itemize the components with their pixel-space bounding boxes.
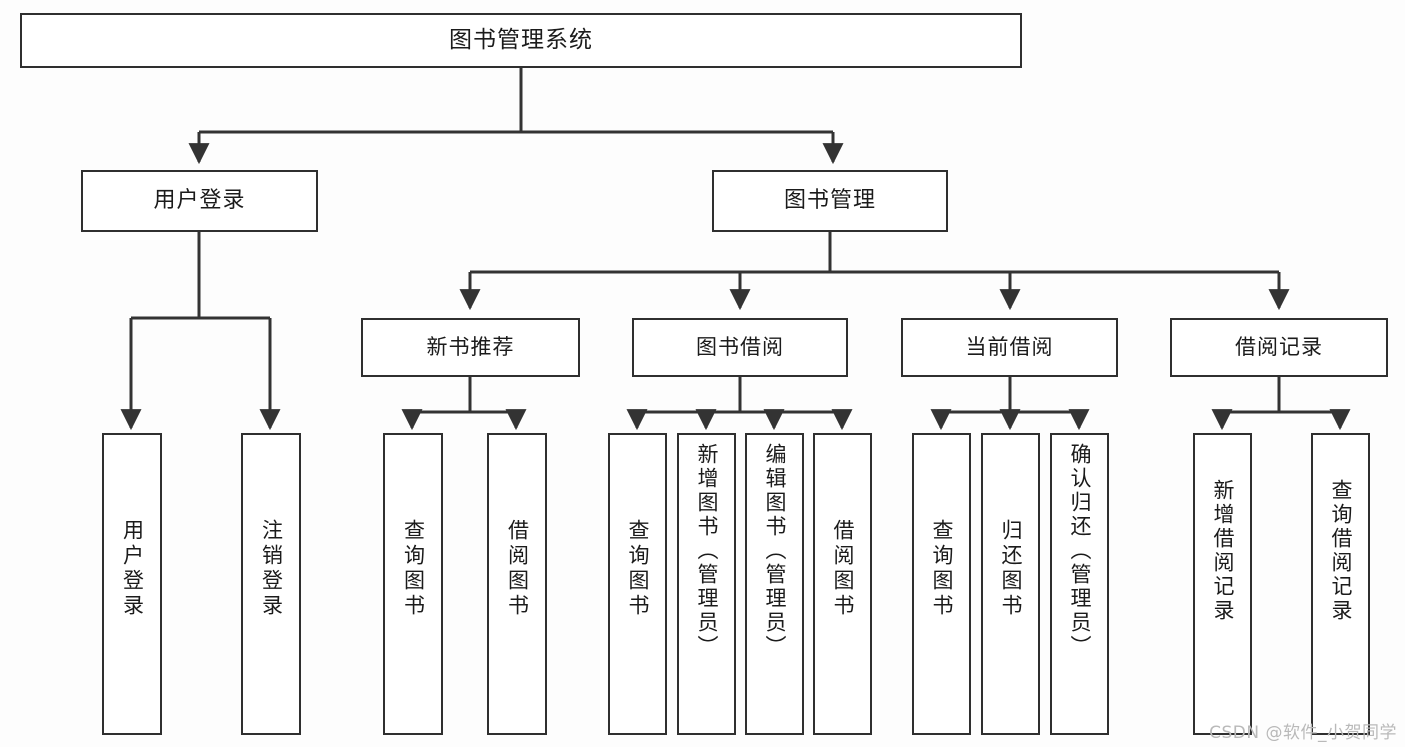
leaf-book-borrow-query-label: 查询图书 bbox=[626, 519, 650, 619]
node-book-management[interactable]: 图书管理 bbox=[712, 170, 948, 232]
leaf-new-book-borrow-label: 借阅图书 bbox=[505, 519, 530, 619]
leaf-borrow-record-query[interactable]: 查询借阅记录 bbox=[1311, 433, 1370, 735]
leaf-current-borrow-confirm-label: 确认归还（管理员） bbox=[1068, 443, 1092, 659]
leaf-user-login-signin[interactable]: 用户登录 bbox=[102, 433, 162, 735]
leaf-borrow-record-query-label: 查询借阅记录 bbox=[1329, 479, 1353, 623]
leaf-current-borrow-confirm[interactable]: 确认归还（管理员） bbox=[1050, 433, 1109, 735]
leaf-user-login-signin-label: 用户登录 bbox=[120, 519, 145, 619]
leaf-book-borrow-query[interactable]: 查询图书 bbox=[608, 433, 667, 735]
leaf-current-borrow-query[interactable]: 查询图书 bbox=[912, 433, 971, 735]
leaf-new-book-borrow[interactable]: 借阅图书 bbox=[487, 433, 547, 735]
leaf-current-borrow-query-label: 查询图书 bbox=[930, 519, 954, 619]
node-root-label: 图书管理系统 bbox=[449, 27, 593, 54]
node-borrow-record-label: 借阅记录 bbox=[1235, 335, 1323, 360]
node-book-borrow-label: 图书借阅 bbox=[696, 335, 784, 360]
leaf-user-login-signout[interactable]: 注销登录 bbox=[241, 433, 301, 735]
leaf-borrow-record-add-label: 新增借阅记录 bbox=[1211, 479, 1235, 623]
node-root[interactable]: 图书管理系统 bbox=[20, 13, 1022, 68]
node-current-borrow[interactable]: 当前借阅 bbox=[901, 318, 1118, 377]
node-current-borrow-label: 当前借阅 bbox=[965, 335, 1054, 360]
leaf-book-borrow-add[interactable]: 新增图书（管理员） bbox=[677, 433, 736, 735]
node-user-login-label: 用户登录 bbox=[153, 188, 246, 214]
leaf-current-borrow-return-label: 归还图书 bbox=[999, 519, 1023, 619]
leaf-current-borrow-return[interactable]: 归还图书 bbox=[981, 433, 1040, 735]
leaf-book-borrow-borrow-label: 借阅图书 bbox=[831, 519, 855, 619]
leaf-book-borrow-add-label: 新增图书（管理员） bbox=[695, 443, 719, 659]
leaf-book-borrow-edit[interactable]: 编辑图书（管理员） bbox=[745, 433, 804, 735]
node-book-borrow[interactable]: 图书借阅 bbox=[632, 318, 848, 377]
node-user-login[interactable]: 用户登录 bbox=[81, 170, 318, 232]
csdn-watermark: CSDN @软件_小贺同学 bbox=[1209, 723, 1397, 743]
node-new-book-recommend-label: 新书推荐 bbox=[426, 335, 515, 360]
leaf-borrow-record-add[interactable]: 新增借阅记录 bbox=[1193, 433, 1252, 735]
node-new-book-recommend[interactable]: 新书推荐 bbox=[361, 318, 580, 377]
node-book-management-label: 图书管理 bbox=[783, 188, 876, 214]
node-borrow-record[interactable]: 借阅记录 bbox=[1170, 318, 1388, 377]
leaf-book-borrow-edit-label: 编辑图书（管理员） bbox=[763, 443, 787, 659]
leaf-user-login-signout-label: 注销登录 bbox=[259, 519, 284, 619]
leaf-new-book-query-label: 查询图书 bbox=[401, 519, 426, 619]
leaf-book-borrow-borrow[interactable]: 借阅图书 bbox=[813, 433, 872, 735]
leaf-new-book-query[interactable]: 查询图书 bbox=[383, 433, 443, 735]
